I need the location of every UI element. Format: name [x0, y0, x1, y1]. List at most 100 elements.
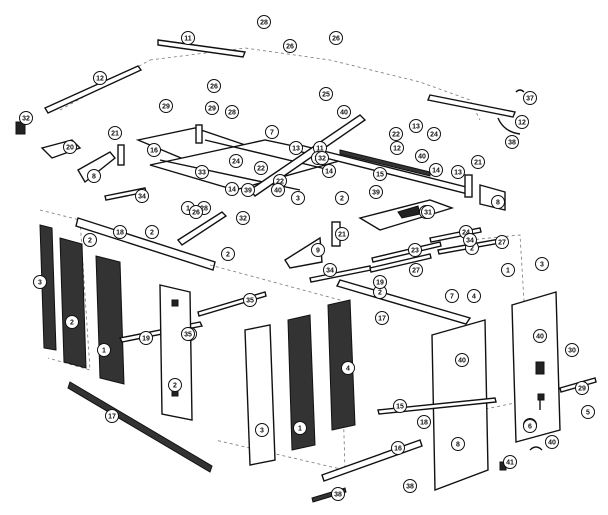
callout-bubble — [390, 141, 404, 155]
left-wall — [39, 209, 267, 473]
callout-bubble — [241, 183, 255, 197]
callout-number: 2 — [226, 252, 230, 259]
callout-bubble — [319, 87, 333, 101]
callout-number: 8 — [456, 442, 460, 449]
callout-16: 16 — [391, 441, 405, 455]
panel-1-left — [95, 255, 125, 385]
callout-bubble — [391, 441, 405, 455]
floor-rail-17 — [67, 381, 213, 473]
callout-24: 24 — [229, 154, 243, 168]
callout-number: 25 — [322, 92, 330, 99]
roof-beam-b — [204, 139, 331, 171]
callout-1: 1 — [97, 343, 111, 357]
callout-bubble — [108, 126, 122, 140]
callout-12: 12 — [390, 141, 404, 155]
callout-number: 14 — [228, 187, 236, 194]
callout-bubble — [181, 31, 195, 45]
threshold-16 — [321, 439, 423, 482]
callout-number: 40 — [274, 188, 282, 195]
callout-number: 35 — [184, 332, 192, 339]
callout-39: 39 — [369, 185, 383, 199]
callout-3: 3 — [535, 257, 549, 271]
panel-4-front — [327, 299, 356, 431]
callout-number: 32 — [239, 216, 247, 223]
callout-bubble — [168, 378, 182, 392]
callout-number: 38 — [508, 140, 516, 147]
callout-bubble — [265, 125, 279, 139]
callout-bubble — [315, 151, 329, 165]
callout-number: 17 — [108, 414, 116, 421]
callout-bubble — [195, 165, 209, 179]
callout-number: 2 — [173, 383, 177, 390]
callout-number: 24 — [430, 132, 438, 139]
callout-26: 26 — [283, 39, 297, 53]
callout-number: 26 — [286, 44, 294, 51]
callout-bubble — [293, 421, 307, 435]
callout-9: 9 — [311, 243, 325, 257]
callout-number: 16 — [150, 148, 158, 155]
callout-bubble — [243, 293, 257, 307]
callout-bubble — [417, 415, 431, 429]
callout-2: 2 — [83, 233, 97, 247]
callout-11: 11 — [181, 31, 195, 45]
callout-bubble — [229, 154, 243, 168]
callout-number: 12 — [96, 76, 104, 83]
strip-36 — [197, 291, 267, 317]
callout-number: 27 — [498, 240, 506, 247]
callout-28: 28 — [257, 15, 271, 29]
strip-27-mid — [369, 253, 432, 273]
front-wall — [209, 264, 472, 471]
callout-bubble — [421, 205, 435, 219]
callout-number: 27 — [412, 268, 420, 275]
panel-3-left — [39, 224, 57, 351]
callout-bubble — [373, 167, 387, 181]
callout-32: 32 — [315, 151, 329, 165]
callout-bubble — [565, 343, 579, 357]
callout-bubble — [389, 127, 403, 141]
callout-bubble — [451, 165, 465, 179]
callout-number: 37 — [526, 96, 534, 103]
callout-bubble — [147, 143, 161, 157]
callout-12: 12 — [93, 71, 107, 85]
callout-bubble — [375, 311, 389, 325]
callout-bubble — [33, 275, 47, 289]
callout-number: 40 — [536, 334, 544, 341]
callout-bubble — [515, 115, 529, 129]
callout-number: 24 — [462, 230, 470, 237]
callout-number: 8 — [92, 174, 96, 181]
callout-13: 13 — [289, 141, 303, 155]
callout-number: 32 — [22, 116, 30, 123]
wall-rail-18 — [75, 217, 216, 271]
callout-bubble — [408, 243, 422, 257]
front-wall-outline — [209, 264, 346, 471]
callout-bubble — [225, 182, 239, 196]
callout-7: 7 — [445, 289, 459, 303]
callout-number: 3 — [260, 428, 264, 435]
callout-bubble — [331, 487, 345, 501]
callout-2: 2 — [145, 225, 159, 239]
callout-number: 1 — [298, 426, 302, 433]
callout-3: 3 — [33, 275, 47, 289]
top-rail-17 — [335, 279, 472, 325]
callout-28: 28 — [225, 105, 239, 119]
callout-number: 29 — [208, 106, 216, 113]
callout-number: 9 — [316, 248, 320, 255]
callout-bubble — [221, 247, 235, 261]
callout-number: 19 — [142, 336, 150, 343]
callout-number: 12 — [393, 146, 401, 153]
callout-number: 2 — [378, 290, 382, 297]
callout-number: 3 — [540, 262, 544, 269]
callout-number: 5 — [586, 410, 590, 417]
roof-rail-12-left — [43, 65, 143, 114]
callout-number: 40 — [340, 110, 348, 117]
callout-32: 32 — [19, 111, 33, 125]
callout-number: 11 — [316, 146, 324, 153]
callout-6: 6 — [523, 419, 537, 433]
callout-1: 1 — [501, 263, 515, 277]
callout-bubble — [523, 419, 537, 433]
callout-number: 26 — [210, 84, 218, 91]
callout-8: 8 — [451, 437, 465, 451]
callout-bubble — [491, 195, 505, 209]
